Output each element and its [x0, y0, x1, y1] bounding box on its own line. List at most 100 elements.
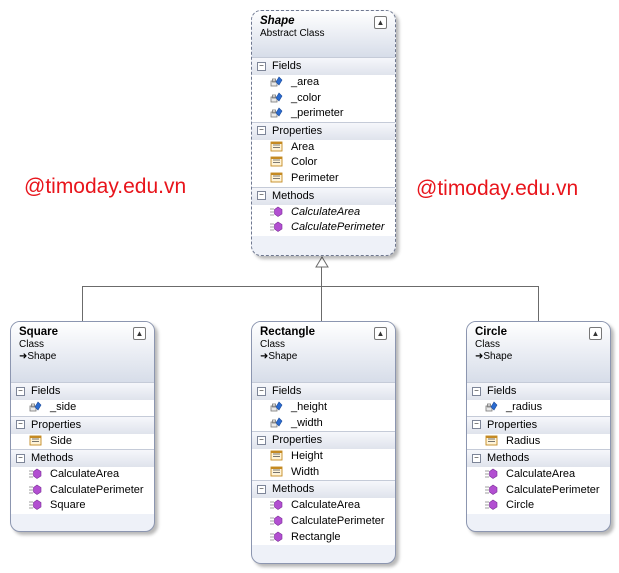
section-methods[interactable]: −Methods	[252, 186, 395, 205]
property-item[interactable]: Side	[11, 433, 154, 450]
class-name: Shape	[260, 15, 295, 27]
section-methods[interactable]: −Methods	[11, 449, 154, 468]
class-square[interactable]: Square Class ➜Shape ▲ −Fields _side −Pro…	[10, 321, 155, 532]
section-methods[interactable]: −Methods	[252, 480, 395, 499]
class-type: Abstract Class	[260, 28, 325, 39]
class-header: Rectangle Class ➜Shape ▲	[252, 322, 395, 382]
field-icon	[485, 401, 498, 412]
property-icon	[270, 156, 283, 167]
property-item[interactable]: Area	[252, 139, 395, 156]
section-properties[interactable]: −Properties	[11, 415, 154, 434]
section-toggle-icon[interactable]: −	[257, 191, 266, 201]
inherits-arrow-icon: ➜	[19, 351, 28, 362]
field-item[interactable]: _height	[252, 400, 395, 416]
property-icon	[270, 141, 283, 152]
section-properties[interactable]: −Properties	[252, 121, 395, 140]
section-toggle-icon[interactable]: −	[257, 484, 266, 494]
class-header: Square Class ➜Shape ▲	[11, 322, 154, 382]
property-item[interactable]: Height	[252, 449, 395, 465]
method-item[interactable]: Square	[11, 498, 154, 514]
class-shape[interactable]: Shape Abstract Class ▲ −Fields _area _co…	[251, 10, 396, 256]
method-item[interactable]: CalculatePerimeter	[11, 482, 154, 499]
field-icon	[270, 401, 283, 412]
class-name: Rectangle	[260, 326, 315, 338]
section-toggle-icon[interactable]: −	[257, 126, 266, 136]
section-fields[interactable]: −Fields	[11, 382, 154, 400]
class-name: Square	[19, 326, 58, 338]
property-item[interactable]: Radius	[467, 433, 610, 450]
method-icon	[485, 484, 498, 495]
method-icon	[270, 206, 283, 217]
method-item[interactable]: CalculateArea	[252, 498, 395, 514]
field-item[interactable]: _radius	[467, 400, 610, 416]
property-item[interactable]: Color	[252, 155, 395, 171]
section-fields[interactable]: −Fields	[252, 382, 395, 400]
section-toggle-icon[interactable]: −	[472, 453, 481, 463]
watermark-right: @timoday.edu.vn	[416, 177, 579, 200]
method-icon	[29, 499, 42, 511]
method-icon	[29, 484, 42, 495]
inheritance-line-circle	[538, 286, 539, 321]
collapse-icon[interactable]: ▲	[374, 16, 387, 29]
method-item[interactable]: CalculateArea	[467, 467, 610, 483]
base-class: ➜Shape	[19, 351, 57, 362]
class-header: Circle Class ➜Shape ▲	[467, 322, 610, 382]
section-toggle-icon[interactable]: −	[16, 453, 25, 463]
method-icon	[270, 221, 283, 233]
method-item[interactable]: Circle	[467, 498, 610, 514]
class-name: Circle	[475, 326, 507, 338]
field-item[interactable]: _color	[252, 90, 395, 107]
collapse-icon[interactable]: ▲	[374, 327, 387, 340]
property-item[interactable]: Perimeter	[252, 170, 395, 187]
inheritance-line-vertical	[321, 265, 322, 321]
inheritance-line-square	[82, 286, 83, 321]
inheritance-line-horizontal	[82, 286, 539, 287]
section-toggle-icon[interactable]: −	[257, 61, 266, 71]
property-icon	[270, 450, 283, 461]
section-toggle-icon[interactable]: −	[16, 420, 25, 430]
section-toggle-icon[interactable]: −	[472, 386, 481, 396]
method-icon	[485, 468, 498, 480]
field-item[interactable]: _width	[252, 415, 395, 432]
method-item[interactable]: Rectangle	[252, 529, 395, 546]
field-icon	[29, 401, 42, 412]
field-item[interactable]: _area	[252, 75, 395, 91]
field-icon	[270, 107, 283, 118]
field-icon	[270, 76, 283, 87]
inherits-arrow-icon: ➜	[475, 351, 484, 362]
watermark-left: @timoday.edu.vn	[24, 175, 187, 198]
method-icon	[270, 515, 283, 526]
class-header: Shape Abstract Class ▲	[252, 11, 395, 57]
section-properties[interactable]: −Properties	[467, 415, 610, 434]
base-class: ➜Shape	[260, 351, 298, 362]
class-circle[interactable]: Circle Class ➜Shape ▲ −Fields _radius −P…	[466, 321, 611, 532]
section-methods[interactable]: −Methods	[467, 449, 610, 468]
field-item[interactable]: _perimeter	[252, 106, 395, 122]
section-fields[interactable]: −Fields	[467, 382, 610, 400]
method-item[interactable]: CalculatePerimeter	[252, 513, 395, 530]
property-item[interactable]: Width	[252, 464, 395, 481]
class-rectangle[interactable]: Rectangle Class ➜Shape ▲ −Fields _height…	[251, 321, 396, 564]
class-type: Class	[475, 339, 501, 350]
section-toggle-icon[interactable]: −	[16, 386, 25, 396]
method-icon	[29, 468, 42, 480]
section-toggle-icon[interactable]: −	[257, 435, 266, 445]
method-item[interactable]: CalculatePerimeter	[252, 220, 395, 236]
method-item[interactable]: CalculatePerimeter	[467, 482, 610, 499]
method-icon	[270, 499, 283, 511]
inheritance-arrowhead	[315, 256, 329, 268]
base-class: ➜Shape	[475, 351, 513, 362]
method-icon	[485, 499, 498, 511]
class-type: Class	[19, 339, 45, 350]
section-toggle-icon[interactable]: −	[472, 420, 481, 430]
section-fields[interactable]: −Fields	[252, 57, 395, 75]
collapse-icon[interactable]: ▲	[133, 327, 146, 340]
field-item[interactable]: _side	[11, 400, 154, 416]
property-icon	[29, 435, 42, 446]
collapse-icon[interactable]: ▲	[589, 327, 602, 340]
method-item[interactable]: CalculateArea	[11, 467, 154, 483]
section-properties[interactable]: −Properties	[252, 431, 395, 450]
section-toggle-icon[interactable]: −	[257, 386, 266, 396]
method-icon	[270, 531, 283, 542]
method-item[interactable]: CalculateArea	[252, 204, 395, 221]
